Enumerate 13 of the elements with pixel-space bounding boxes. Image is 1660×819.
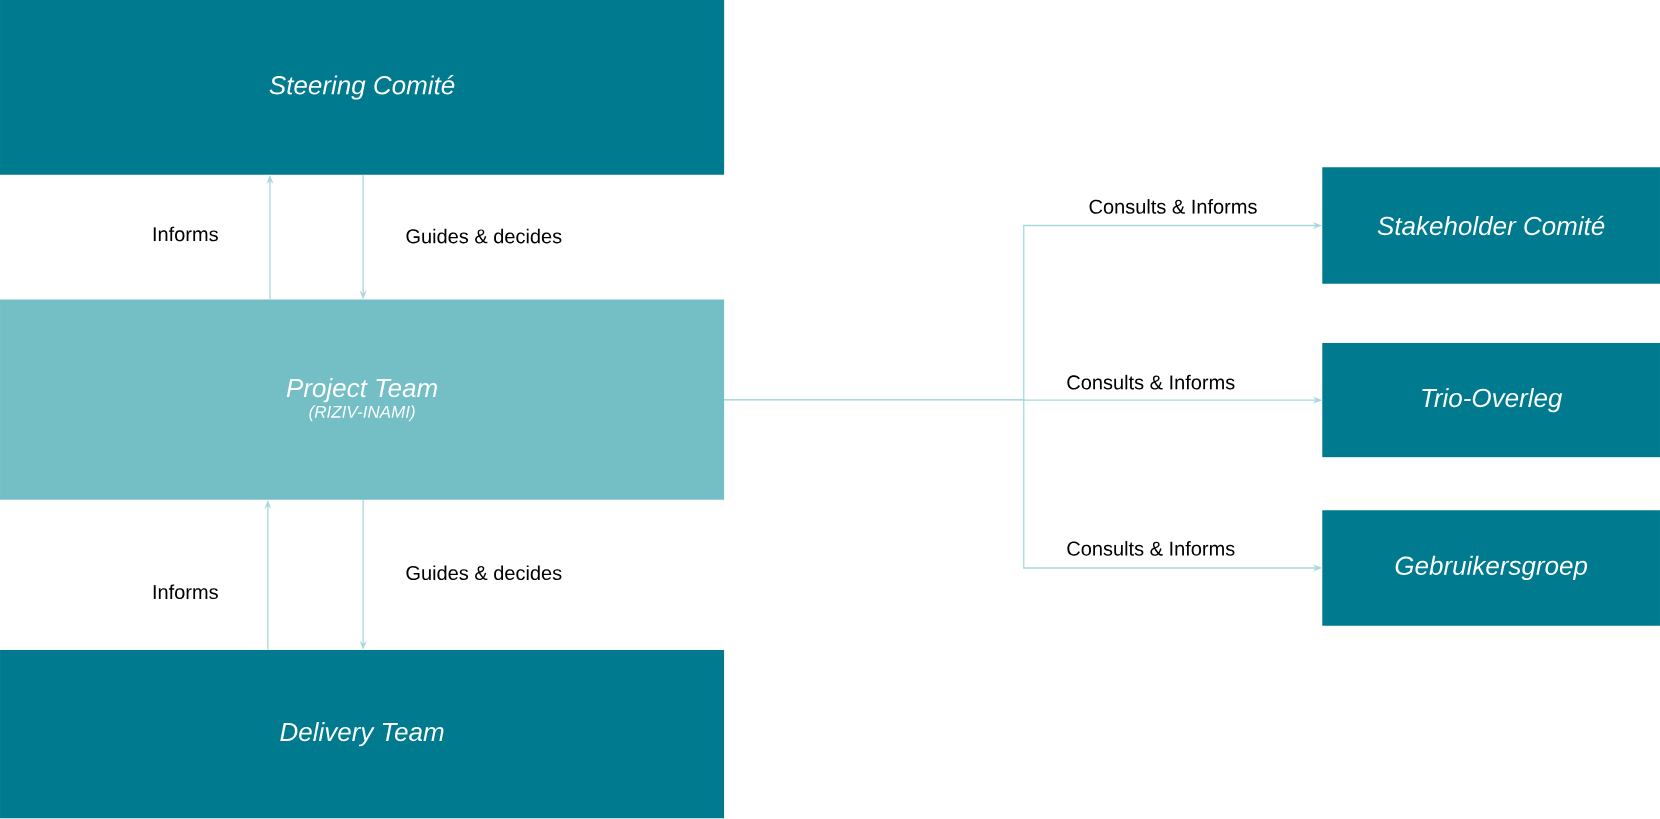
team-box: Stakeholder Comité bbox=[1322, 167, 1660, 284]
edge-label: Guides & decides bbox=[404, 564, 564, 582]
team-box: Gebruikersgroep bbox=[1322, 510, 1660, 626]
team-box: Steering Comité bbox=[0, 0, 725, 175]
edge-label: Consults & Informs bbox=[1065, 540, 1237, 557]
team-box: Project Team (RIZIV-INAMI) bbox=[0, 299, 725, 500]
team-box: Trio-Overleg bbox=[1322, 343, 1660, 458]
edge-label: Consults & Informs bbox=[1087, 198, 1259, 215]
edge-label: Guides & decides bbox=[404, 227, 564, 245]
edge-label: Consults & Informs bbox=[1065, 373, 1237, 391]
edge-label: Informs bbox=[150, 225, 220, 243]
team-box: Delivery Team bbox=[0, 650, 725, 819]
edge-label: Informs bbox=[150, 583, 220, 601]
